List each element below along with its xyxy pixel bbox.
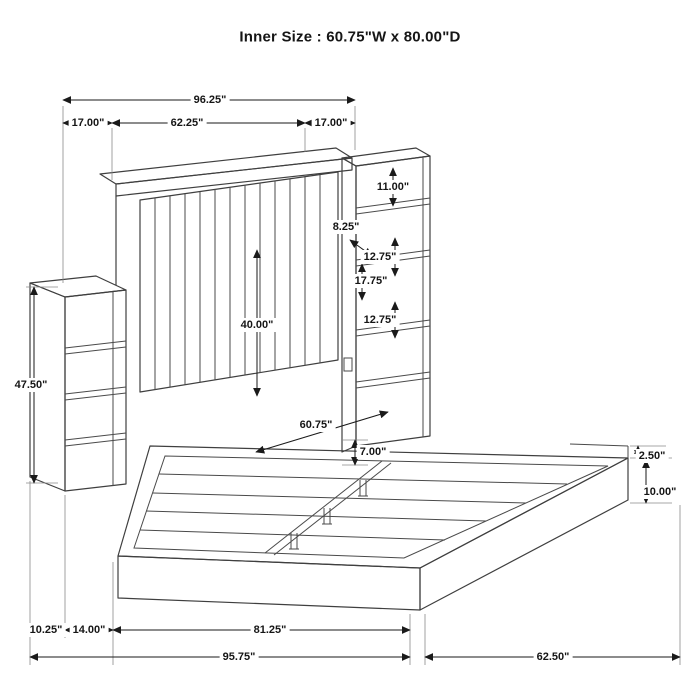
dim-rail-height: 10.00" bbox=[640, 485, 680, 499]
headboard bbox=[99, 147, 353, 393]
inner-size-title: Inner Size : 60.75"W x 80.00"D bbox=[239, 28, 461, 46]
center-support-legs bbox=[289, 480, 368, 550]
dim-pier-front-depth: 14.00" bbox=[69, 623, 109, 637]
dim-right-pier-width: 17.00" bbox=[311, 116, 351, 130]
right-pier-shelves bbox=[355, 197, 431, 389]
slat-deck bbox=[139, 460, 568, 556]
pier-bracket bbox=[343, 357, 353, 372]
dim-deck-lip: 2.50" bbox=[635, 449, 669, 463]
dim-pier-side-depth: 10.25" bbox=[26, 623, 66, 637]
dim-inner-foot-width: 81.25" bbox=[250, 623, 290, 637]
dim-shelf-depth: 8.25" bbox=[329, 220, 363, 234]
headboard-channels bbox=[154, 175, 321, 390]
dim-rail-lip-height: 7.00" bbox=[356, 445, 390, 459]
extension-lines bbox=[26, 106, 681, 665]
dim-shelf-lower: 12.75" bbox=[360, 313, 400, 327]
dimension-lines bbox=[29, 96, 681, 661]
dim-shelf-upper: 12.75" bbox=[360, 250, 400, 264]
dim-headboard-width: 62.25" bbox=[167, 116, 207, 130]
left-pier-shelves bbox=[64, 340, 127, 447]
dim-overall-width: 96.25" bbox=[190, 93, 230, 107]
bed-frame bbox=[117, 443, 629, 611]
dim-headboard-height: 40.00" bbox=[237, 318, 277, 332]
dim-pier-height: 47.50" bbox=[11, 378, 51, 392]
dim-side-rail-length: 62.50" bbox=[533, 650, 573, 664]
dim-left-pier-width: 17.00" bbox=[68, 116, 108, 130]
dim-inner-width: 60.75" bbox=[296, 418, 336, 432]
dim-shelf-middle: 17.75" bbox=[351, 274, 391, 288]
dim-pier-top-section: 11.00" bbox=[373, 180, 413, 194]
left-pier-bookcase bbox=[29, 275, 127, 492]
dim-overall-foot-width: 95.75" bbox=[219, 650, 259, 664]
